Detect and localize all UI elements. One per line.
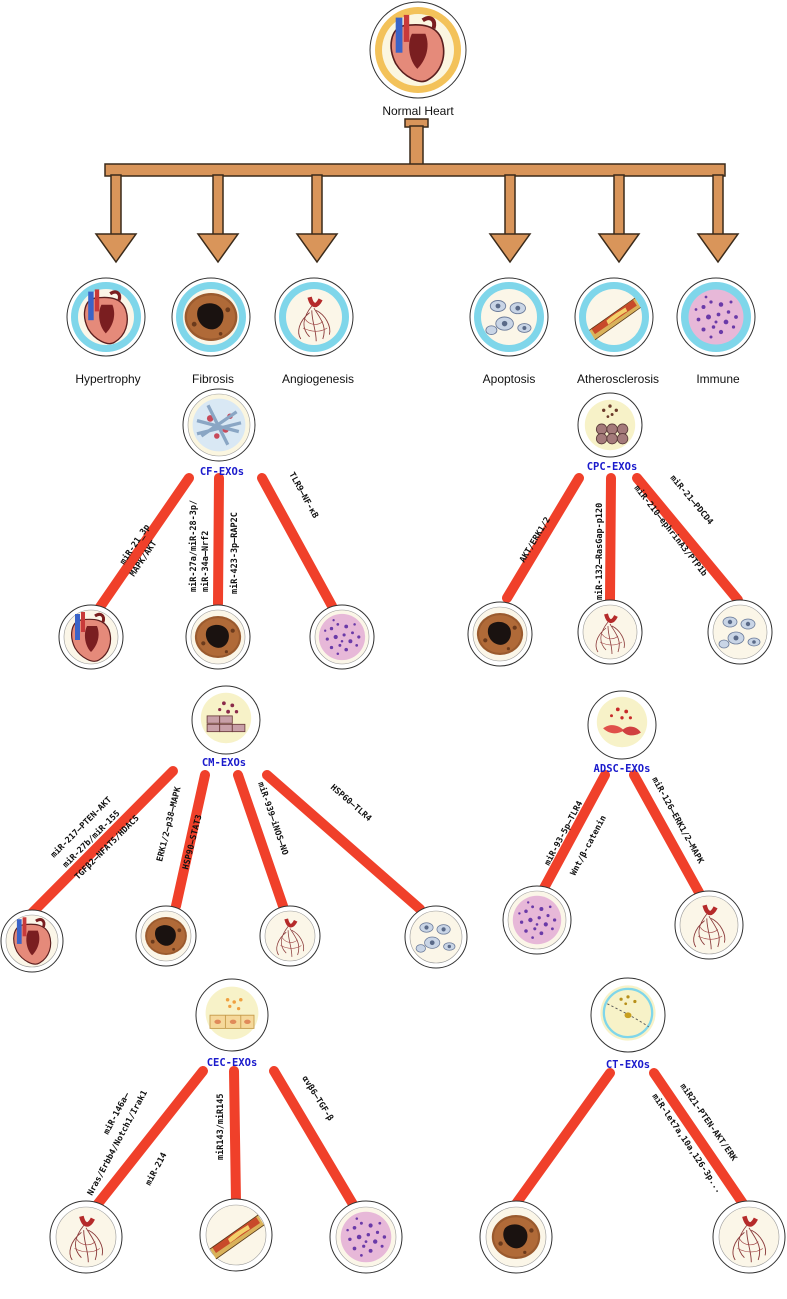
pathway-label: TLR9—NF-κB	[286, 471, 320, 521]
pathway-label: miR-let7a,10a,126-3p...	[650, 1092, 725, 1196]
exo-label-cf: CF-EXOs	[200, 466, 244, 478]
pathway-labels: miR-21_3p MAPK/AKT miR-27a/miR-28-3p/ mi…	[48, 471, 740, 1198]
target-ct-fibrosis	[479, 1200, 553, 1274]
pathway-label: miR-34a—Nrf2	[200, 531, 211, 592]
pathway-label: miR-210—ephrinA3/PTP1b	[632, 483, 710, 578]
pathway-label: miR-132—RasGap-p120	[594, 503, 605, 600]
target-cpc-apoptosis	[707, 599, 773, 665]
target-ct-angiogenesis	[712, 1200, 786, 1274]
root-label: Normal Heart	[382, 104, 454, 118]
category-label: Apoptosis	[483, 372, 536, 386]
target-cpc-angiogenesis	[577, 599, 643, 665]
target-nodes	[0, 599, 786, 1274]
exo-node-adsc	[587, 690, 657, 760]
target-cec-immune	[329, 1200, 403, 1274]
fibrosis-icon	[194, 616, 242, 658]
pathway-label: miR-423-3p—RAP2C	[229, 512, 240, 594]
pathway-label: HSP90—STAT3	[181, 814, 204, 871]
target-cec-angiogenesis	[49, 1200, 123, 1274]
endothelial-cell-icon	[205, 986, 259, 1040]
target-cpc-fibrosis	[467, 601, 533, 667]
category-label: Immune	[696, 372, 740, 386]
adipose-stem-cell-icon	[596, 696, 648, 748]
cardiomyocyte-icon	[200, 692, 252, 744]
pathway-label: miR143/miR145	[215, 1093, 226, 1160]
target-cf-hypertrophy	[58, 604, 124, 670]
immune-icon	[512, 895, 562, 945]
target-cm-fibrosis	[135, 905, 197, 967]
exo-node-cm	[191, 685, 261, 755]
exo-node-cpc	[577, 392, 643, 458]
category-apoptosis	[469, 277, 549, 357]
pathway-label: miR-27a/miR-28-3p/	[188, 500, 199, 592]
cardiac-tissue-icon	[599, 984, 657, 1042]
target-cm-apoptosis	[404, 905, 468, 969]
exo-label-cm: CM-EXOs	[202, 757, 246, 769]
fibrosis-icon	[145, 917, 187, 955]
cardiac-fibroblast-icon	[190, 396, 248, 454]
exo-label-cpc: CPC-EXOs	[587, 461, 638, 473]
pathway-label: HSP60—TLR4	[328, 783, 373, 824]
pathway-label: ERK1/2—p38—MAPK	[155, 785, 183, 863]
target-cf-immune	[309, 604, 375, 670]
category-label: Atherosclerosis	[577, 372, 659, 386]
exo-node-ct	[590, 977, 666, 1053]
target-adsc-angiogenesis	[674, 890, 744, 960]
exo-node-cf	[182, 388, 256, 462]
progenitor-cell-icon	[584, 399, 636, 451]
category-atherosclerosis	[574, 277, 654, 357]
immune-icon	[318, 613, 366, 661]
target-cf-fibrosis	[185, 604, 251, 670]
category-label: Hypertrophy	[75, 372, 140, 386]
category-immune	[676, 277, 756, 357]
target-adsc-immune	[502, 885, 572, 955]
fibrosis-icon	[491, 1215, 541, 1259]
category-hypertrophy	[66, 277, 146, 357]
exo-label-cec: CEC-EXOs	[207, 1057, 258, 1069]
exo-label-adsc: ADSC-EXOs	[594, 763, 651, 775]
pathway-label: miR-214	[143, 1151, 170, 1188]
root-node	[369, 1, 467, 99]
fibrosis-icon	[184, 293, 238, 341]
target-cec-atherosclerosis	[199, 1198, 273, 1272]
tree-arrows	[94, 118, 740, 264]
category-label: Fibrosis	[192, 372, 234, 386]
fibrosis-icon	[476, 613, 524, 655]
immune-icon	[688, 289, 744, 345]
category-fibrosis	[171, 277, 251, 357]
connectors	[27, 473, 751, 1215]
target-cm-angiogenesis	[259, 905, 321, 967]
target-cm-hypertrophy	[0, 909, 64, 973]
exo-label-ct: CT-EXOs	[606, 1059, 650, 1071]
exo-node-cec	[195, 978, 269, 1052]
immune-icon	[340, 1211, 392, 1263]
category-label: Angiogenesis	[282, 372, 354, 386]
category-angiogenesis	[274, 277, 354, 357]
